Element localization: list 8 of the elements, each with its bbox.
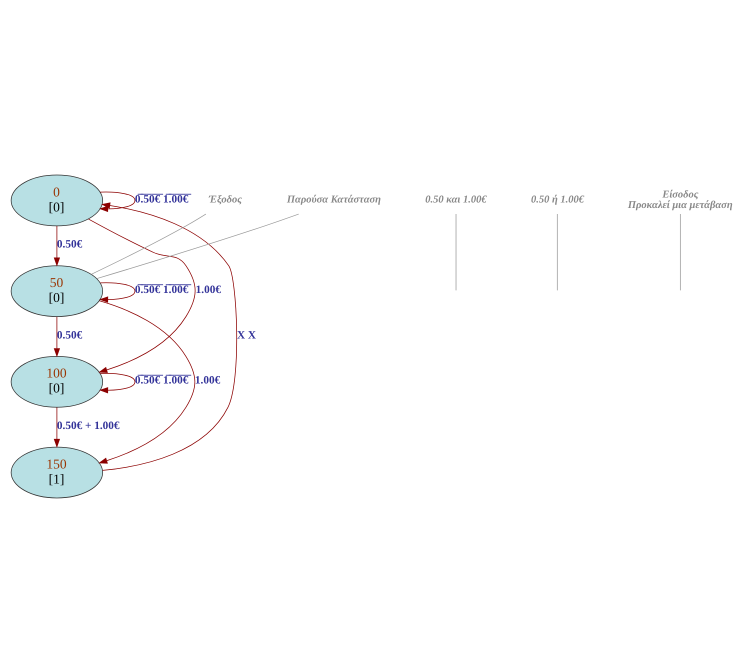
edge-label: 1.00€	[196, 284, 222, 296]
node-text: Παρούσα Κατάσταση	[286, 194, 381, 205]
node-text: Έξοδος	[208, 194, 242, 205]
edge-label: 1.00€	[194, 374, 220, 386]
edge-label: X X	[236, 328, 256, 341]
node-text: Είσοδος Προκαλεί μια μετάβαση	[628, 189, 733, 211]
node-text: 0.50 ή 1.00€	[531, 194, 584, 205]
node-text: 0.50 και 1.00€	[425, 194, 487, 205]
